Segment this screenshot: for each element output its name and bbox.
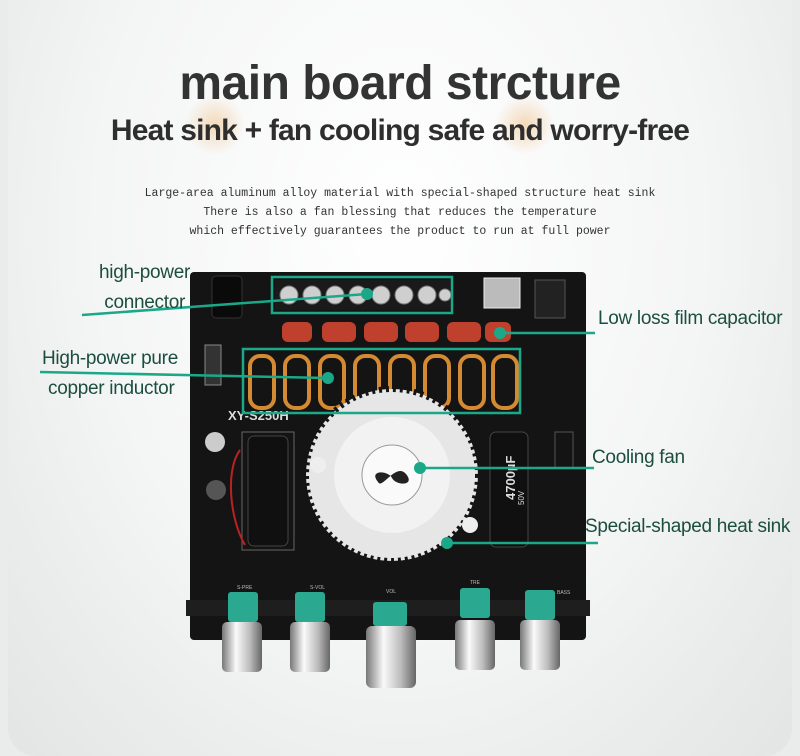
- fan-logo: [375, 470, 409, 484]
- heat-sink: [303, 386, 481, 564]
- callout-heatsink: Special-shaped heat sink: [585, 516, 791, 537]
- page-subtitle: Heat sink + fan cooling safe and worry-f…: [110, 114, 690, 147]
- description-line: Large-area aluminum alloy material with …: [144, 187, 656, 200]
- knob-label: S-VOL: [310, 585, 325, 591]
- callout-capacitor: Low loss film capacitor: [598, 308, 783, 329]
- callout-connector-line1: high-power: [99, 262, 190, 283]
- electrolytic-capacitor: [247, 435, 289, 547]
- callout-fan: Cooling fan: [592, 447, 685, 468]
- knob-label: S-PRE: [237, 585, 253, 591]
- capacitor-value: 4700µF: [503, 456, 518, 500]
- board-model: XY-S250H: [228, 408, 289, 423]
- callout-inductor-line2: copper inductor: [48, 378, 175, 399]
- knob-label: VOL: [386, 589, 396, 595]
- callout-inductor-line1: High-power pure: [42, 348, 178, 369]
- knob-label: BASS: [557, 590, 571, 596]
- dc-jack: [211, 275, 243, 319]
- decorative-glow: [495, 95, 555, 155]
- callout-dots: [322, 288, 506, 549]
- callout-connector-line2: connector: [104, 292, 185, 313]
- page-title: main board strcture: [179, 57, 621, 110]
- usb-port: [483, 277, 521, 309]
- description-line: which effectively guarantees the product…: [189, 225, 611, 238]
- electrolytic-capacitor: [489, 431, 529, 548]
- decorative-glow: [185, 95, 245, 155]
- knob-label: TRE: [470, 580, 481, 586]
- film-capacitors: [282, 322, 511, 342]
- description-line: There is also a fan blessing that reduce…: [203, 206, 597, 219]
- knobs: [222, 588, 560, 688]
- capacitor-voltage: 50V: [517, 490, 526, 505]
- callout-lines: [39, 275, 598, 545]
